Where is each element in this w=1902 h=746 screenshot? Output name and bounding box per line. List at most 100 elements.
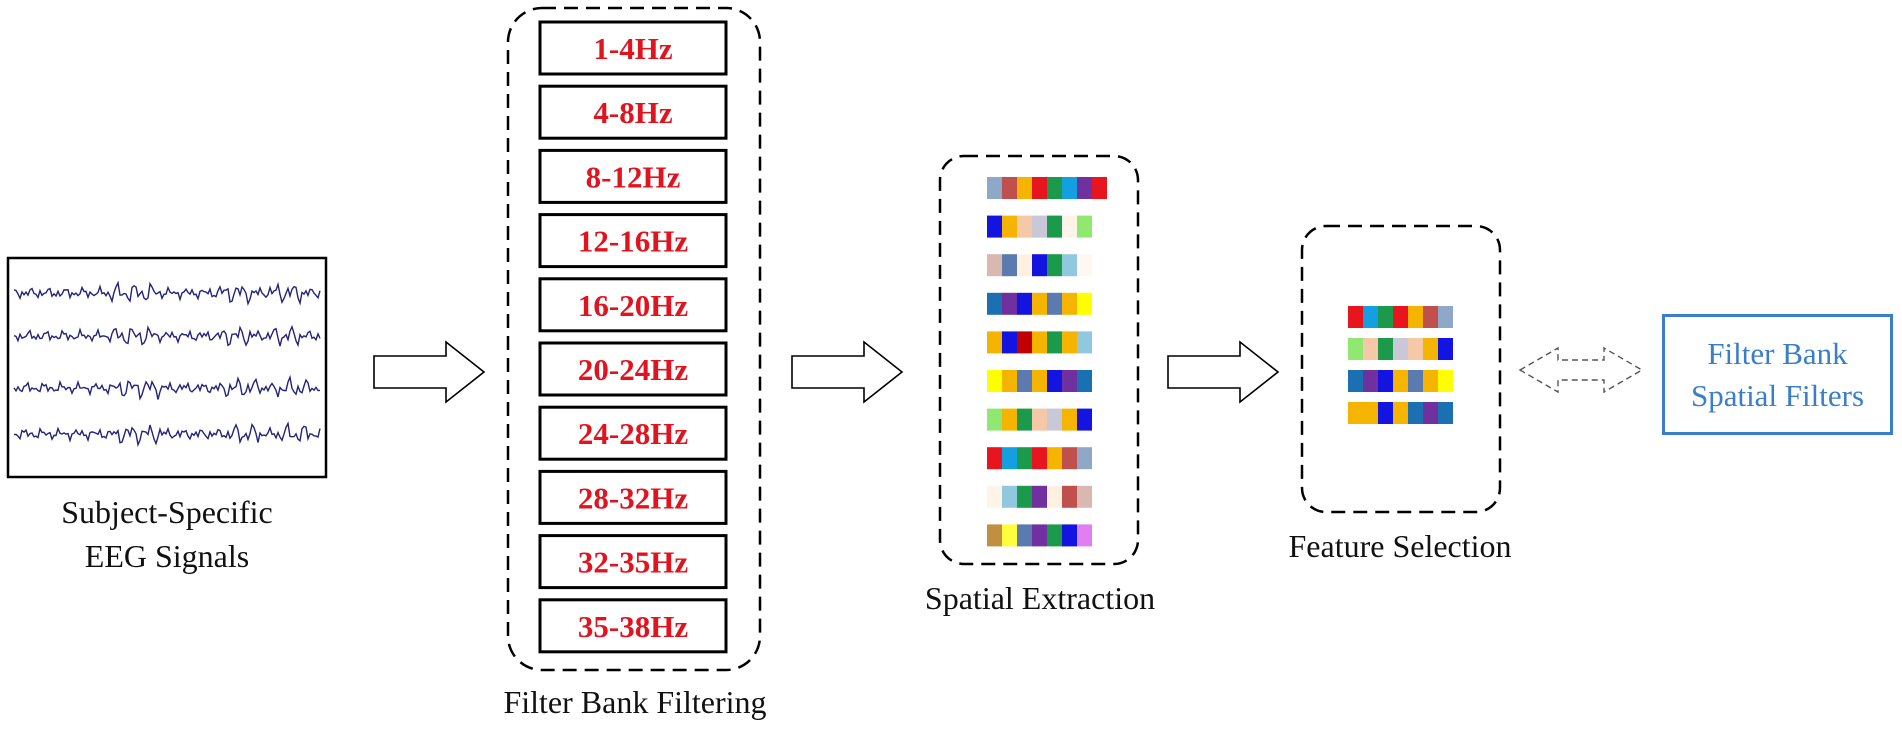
feature-cell — [1062, 485, 1077, 508]
feature-cell — [1032, 485, 1047, 508]
feature-cell — [1438, 306, 1453, 328]
feature-cell — [1017, 408, 1032, 431]
feature-cell — [1378, 370, 1393, 392]
feature-cell — [1348, 370, 1363, 392]
arrow-eeg-to-filter-bank — [373, 340, 486, 404]
feature-cell — [1092, 215, 1107, 238]
filter-band-item: 16-20Hz — [538, 277, 728, 333]
feature-cell — [1363, 370, 1378, 392]
filter-band-label: 28-32Hz — [578, 480, 688, 515]
eeg-traces — [13, 280, 321, 448]
filter-band-box — [538, 20, 728, 76]
spatial-extraction-caption: Spatial Extraction — [924, 580, 1156, 616]
feature-cell — [1438, 338, 1453, 360]
feature-cell — [1408, 306, 1423, 328]
output-line2: Spatial Filters — [1690, 377, 1865, 413]
feature-cell — [1348, 306, 1363, 328]
feature-cell — [1032, 215, 1047, 238]
filter-band-box — [538, 534, 728, 590]
eeg-caption-line1: Subject-Specific — [61, 494, 273, 530]
feature-cell — [1077, 408, 1092, 431]
feature-cell — [987, 215, 1002, 238]
feature-cell — [987, 524, 1002, 547]
feature-cell — [1047, 408, 1062, 431]
filter-band-item: 12-16Hz — [538, 213, 728, 269]
feature-cell — [1408, 370, 1423, 392]
feature-cell — [1047, 447, 1062, 470]
feature-cell — [1002, 485, 1017, 508]
feature-cell — [1363, 306, 1378, 328]
eeg-trace — [13, 324, 321, 348]
feature-cell — [1062, 331, 1077, 354]
feature-cell — [987, 177, 1002, 199]
feature-cell — [1363, 402, 1378, 424]
filter-bank-container — [506, 6, 762, 672]
feature-cell — [1092, 331, 1107, 354]
feature-cell — [1438, 370, 1453, 392]
feature-cell — [1423, 306, 1438, 328]
feature-cell — [1077, 447, 1092, 470]
filter-band-box — [538, 598, 728, 654]
feature-cell — [1077, 524, 1092, 547]
feature-cell — [987, 447, 1002, 470]
feature-cell — [1423, 370, 1438, 392]
eeg-trace — [13, 280, 321, 307]
feature-cell — [1077, 292, 1092, 315]
filter-band-label: 35-38Hz — [578, 609, 688, 644]
filter-band-box — [538, 84, 728, 140]
feature-cell — [1047, 524, 1062, 547]
feature-cell — [1077, 254, 1092, 277]
filter-band-item: 1-4Hz — [538, 20, 728, 76]
feature-cell — [1047, 215, 1062, 238]
feature-cell — [987, 292, 1002, 315]
filter-band-label: 1-4Hz — [593, 31, 672, 66]
eeg-trace — [13, 421, 321, 448]
filter-band-item: 20-24Hz — [538, 341, 728, 397]
feature-cell — [1002, 408, 1017, 431]
feature-cell — [1438, 402, 1453, 424]
output-box: Filter Bank Spatial Filters — [1662, 314, 1893, 435]
feature-cell — [1047, 292, 1062, 315]
feature-cell — [1032, 524, 1047, 547]
feature-cell — [1393, 338, 1408, 360]
feature-cell — [1062, 215, 1077, 238]
feature-cell — [987, 485, 1002, 508]
selected-feature-grid — [1348, 306, 1453, 424]
feature-cell — [1047, 331, 1062, 354]
eeg-trace — [13, 374, 321, 401]
feature-cell — [1393, 402, 1408, 424]
feature-cell — [987, 331, 1002, 354]
feature-cell — [1017, 524, 1032, 547]
filter-band-label: 32-35Hz — [578, 545, 688, 580]
feature-cell — [987, 254, 1002, 277]
double-arrow-dashed — [1518, 346, 1644, 394]
feature-cell — [1062, 447, 1077, 470]
feature-cell — [1002, 370, 1017, 392]
feature-cell — [1032, 331, 1047, 354]
feature-cell — [1017, 254, 1032, 277]
feature-cell — [1378, 402, 1393, 424]
feature-cell — [1062, 292, 1077, 315]
eeg-caption: Subject-Specific EEG Signals — [8, 490, 326, 578]
feature-cell — [1077, 177, 1092, 199]
feature-cell — [1077, 331, 1092, 354]
feature-cell — [1032, 254, 1047, 277]
feature-cell — [1047, 370, 1062, 392]
feature-cell — [1378, 338, 1393, 360]
feature-cell — [1393, 370, 1408, 392]
filter-band-label: 24-28Hz — [578, 416, 688, 451]
feature-cell — [987, 370, 1002, 392]
feature-cell — [1378, 306, 1393, 328]
feature-cell — [1017, 331, 1032, 354]
filter-bank-caption: Filter Bank Filtering — [503, 684, 767, 720]
filter-band-item: 35-38Hz — [538, 598, 728, 654]
feature-cell — [1077, 370, 1092, 392]
feature-cell — [1092, 177, 1107, 199]
feature-cell — [1047, 254, 1062, 277]
feature-cell — [1002, 177, 1017, 199]
feature-cell — [1092, 254, 1107, 277]
feature-cell — [1017, 215, 1032, 238]
feature-cell — [1348, 402, 1363, 424]
